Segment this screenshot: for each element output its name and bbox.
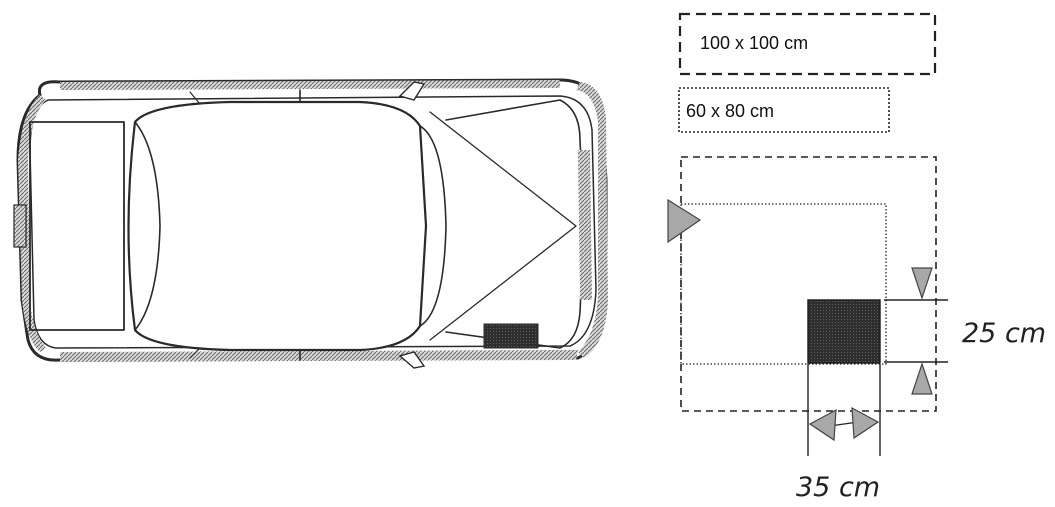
car-front-bumper: [576, 82, 608, 358]
car-roof: [127, 100, 428, 352]
car-target-marker: [483, 323, 539, 349]
legend-large-zone-box: [678, 12, 937, 76]
dimension-vertical: 25 cm: [884, 267, 1046, 395]
car-top-view-icon: [13, 78, 608, 369]
car-windshield: [419, 125, 447, 327]
car-rear-window: [134, 121, 161, 331]
dimension-vertical-label: 25 cm: [962, 318, 1046, 349]
zone-small-outline: [680, 203, 887, 365]
dimension-horizontal: 35 cm: [796, 364, 881, 503]
car-rear-bumper: [18, 95, 46, 352]
legend-large-zone-label: 100 x 100 cm: [700, 33, 808, 53]
target-square: [807, 299, 881, 364]
legend-small-zone-box: [678, 87, 890, 133]
car-door-line: [189, 347, 201, 359]
dimension-horizontal-label: 35 cm: [796, 472, 880, 503]
car-hood-crease: [429, 111, 577, 341]
legend-large-zone: 100 x 100 cm: [678, 12, 937, 76]
triangle-arrow-icon: [911, 267, 933, 300]
triangle-arrow-icon: [911, 362, 933, 395]
triangle-arrow-icon: [851, 406, 880, 440]
car-sill-bottom: [60, 350, 578, 362]
legend-small-zone: 60 x 80 cm: [678, 87, 890, 133]
legend-small-zone-label: 60 x 80 cm: [686, 101, 774, 121]
car-trunk: [29, 121, 125, 331]
car-sill-top: [60, 80, 560, 90]
car-mirror-top: [398, 81, 426, 101]
car-mirror-bottom: [398, 351, 426, 369]
zone-diagram: 25 cm 35 cm: [667, 156, 1046, 503]
car-rear-lamp: [13, 204, 27, 248]
triangle-right-icon: [667, 198, 702, 244]
car-grille: [578, 150, 592, 300]
triangle-arrow-icon: [808, 408, 837, 442]
car-door-line: [189, 91, 201, 105]
